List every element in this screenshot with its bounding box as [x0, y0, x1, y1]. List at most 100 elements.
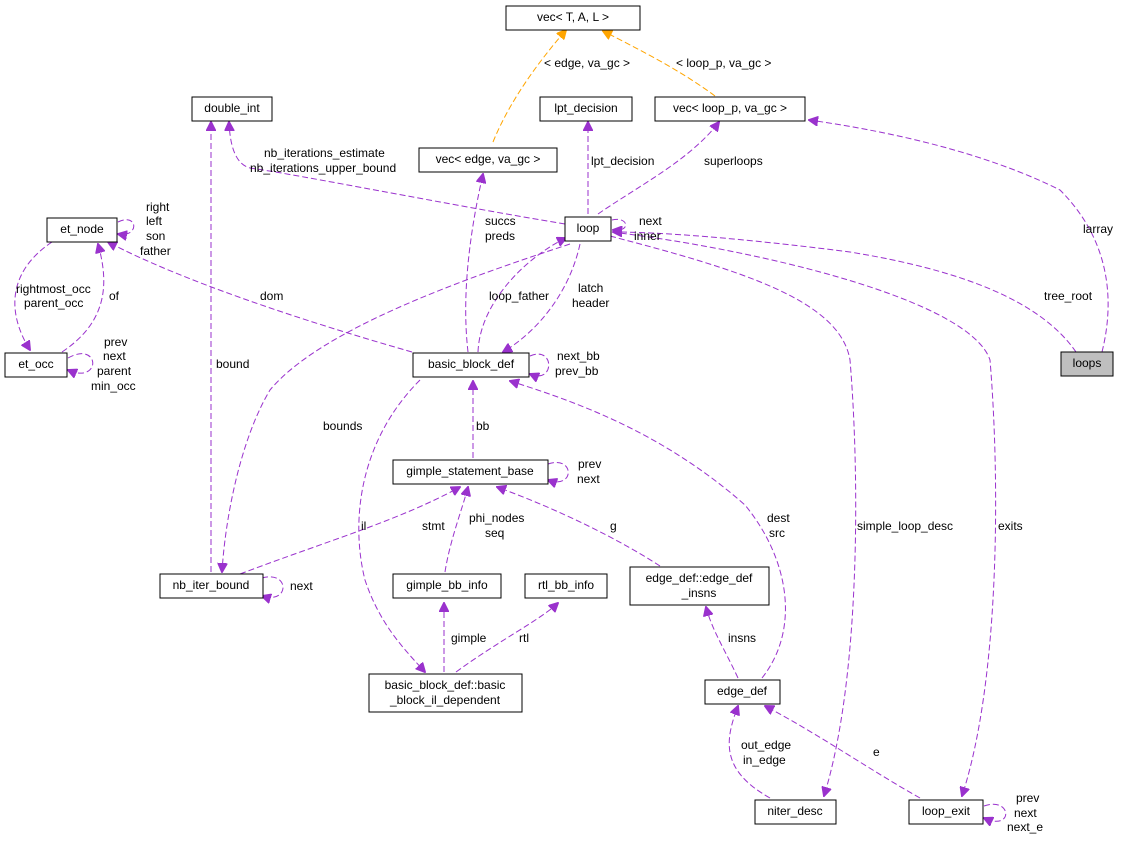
label-out-edge: out_edge [741, 738, 791, 752]
edge-loop-to-loop-exit [611, 231, 997, 796]
label-gs-prev: prev [578, 457, 601, 471]
edge-loops-to-loop [613, 232, 1077, 353]
label-dom: dom [260, 289, 283, 303]
label-loop-father: loop_father [489, 289, 549, 303]
edge-edge-def-to-bb [510, 381, 786, 679]
node-rtl-bb-info[interactable]: rtl_bb_info [524, 573, 608, 599]
edge-labels: < edge, va_gc > < loop_p, va_gc > nb_ite… [16, 56, 1113, 834]
svg-text:et_node: et_node [60, 222, 104, 236]
edge-loops-to-vec-loop-p [809, 120, 1109, 353]
svg-text:nb_iter_bound: nb_iter_bound [173, 578, 250, 592]
label-e: e [873, 745, 880, 759]
edge-loop-to-double-int [229, 122, 566, 225]
node-edge-def-insns[interactable]: edge_def::edge_def _insns [629, 566, 770, 606]
node-gimple-statement-base[interactable]: gimple_statement_base [392, 459, 549, 485]
edge-loop-to-niter-desc [609, 235, 857, 796]
label-le-prev: prev [1016, 791, 1039, 805]
edge-vec-loop-p-to-vec-tal [603, 31, 716, 97]
label-succs: succs [485, 214, 516, 228]
node-edge-def[interactable]: edge_def [704, 679, 781, 705]
edge-bb-self [530, 353, 550, 376]
label-edge-va-gc: < edge, va_gc > [544, 56, 630, 70]
node-basic-block-def[interactable]: basic_block_def [412, 352, 530, 378]
node-nb-iter-bound[interactable]: nb_iter_bound [159, 573, 264, 599]
edge-loop-to-vec-loop-p [597, 122, 719, 215]
svg-text:vec< loop_p, va_gc >: vec< loop_p, va_gc > [673, 101, 787, 115]
node-double-int[interactable]: double_int [191, 96, 273, 122]
edge-bb-to-loop [477, 238, 566, 353]
svg-text:_insns: _insns [681, 586, 717, 600]
svg-text:double_int: double_int [204, 101, 260, 115]
label-tree-root: tree_root [1044, 289, 1093, 303]
edge-nb-iter-to-gs [239, 487, 460, 575]
label-insns: insns [728, 631, 756, 645]
edge-bb-to-vec-edge [465, 174, 483, 353]
svg-text:loop_exit: loop_exit [922, 804, 971, 818]
edge-bb-to-et-node [108, 242, 413, 353]
label-bb: bb [476, 419, 490, 433]
label-preds: preds [485, 229, 515, 243]
edge-loop-to-bb [503, 243, 581, 352]
label-loop-inner: inner [634, 229, 661, 243]
label-dest: dest [767, 511, 790, 525]
edge-edge-def-to-insns [706, 607, 739, 679]
edge-loop-exit-self [984, 803, 1007, 821]
label-nb-next: next [290, 579, 313, 593]
label-seq: seq [485, 526, 504, 540]
node-lpt-decision[interactable]: lpt_decision [539, 96, 633, 122]
node-et-occ[interactable]: et_occ [4, 352, 68, 378]
svg-text:edge_def::edge_def: edge_def::edge_def [646, 571, 753, 585]
edge-et-node-to-et-occ [14, 241, 53, 350]
svg-text:gimple_bb_info: gimple_bb_info [406, 578, 488, 592]
node-loops[interactable]: loops [1060, 351, 1114, 377]
svg-text:basic_block_def: basic_block_def [428, 357, 515, 371]
svg-text:vec< edge, va_gc >: vec< edge, va_gc > [436, 152, 541, 166]
label-stmt: stmt [422, 519, 445, 533]
svg-text:lpt_decision: lpt_decision [554, 101, 617, 115]
node-vec-loop-p[interactable]: vec< loop_p, va_gc > [654, 96, 806, 122]
svg-text:niter_desc: niter_desc [767, 804, 822, 818]
svg-text:_block_il_dependent: _block_il_dependent [389, 693, 501, 707]
node-et-node[interactable]: et_node [46, 217, 118, 243]
edge-et-occ-self [68, 353, 94, 373]
label-header: header [572, 296, 609, 310]
node-vec-edge[interactable]: vec< edge, va_gc > [418, 147, 558, 173]
label-simple-loop-desc: simple_loop_desc [857, 519, 953, 533]
label-loop-p-va-gc: < loop_p, va_gc > [676, 56, 771, 70]
label-occ-prev: prev [104, 335, 127, 349]
label-il: il [361, 519, 366, 533]
label-exits: exits [998, 519, 1023, 533]
node-bb-il-dependent[interactable]: basic_block_def::basic _block_il_depende… [368, 673, 523, 713]
edge-il-dep-to-rtl-bb [455, 603, 558, 673]
svg-text:vec< T, A, L >: vec< T, A, L > [537, 10, 609, 24]
node-niter-desc[interactable]: niter_desc [754, 799, 837, 825]
label-et-son: son [146, 229, 165, 243]
node-gimple-bb-info[interactable]: gimple_bb_info [392, 573, 502, 599]
label-g: g [610, 519, 617, 533]
edges [14, 30, 1109, 821]
svg-text:gimple_statement_base: gimple_statement_base [406, 464, 534, 478]
label-et-father: father [140, 244, 171, 258]
edge-vec-edge-to-vec-tal [492, 30, 566, 143]
label-next-bb: next_bb [557, 349, 600, 363]
label-parent-occ: parent_occ [24, 296, 83, 310]
label-nb-iterations-upper-bound: nb_iterations_upper_bound [250, 161, 396, 175]
label-occ-parent: parent [97, 364, 132, 378]
node-vec-tal[interactable]: vec< T, A, L > [505, 5, 641, 31]
svg-text:edge_def: edge_def [717, 684, 768, 698]
label-src: src [769, 526, 785, 540]
edge-niter-to-edge-def [728, 706, 771, 799]
edge-loop-exit-to-edge-def [765, 706, 921, 799]
edge-insns-to-gs [497, 487, 661, 567]
svg-text:basic_block_def::basic: basic_block_def::basic [385, 678, 506, 692]
node-loop[interactable]: loop [564, 216, 612, 242]
label-in-edge: in_edge [743, 753, 786, 767]
edge-gs-self [548, 462, 569, 482]
label-bounds: bounds [323, 419, 362, 433]
node-loop-exit[interactable]: loop_exit [908, 799, 984, 825]
label-et-right: right [146, 200, 170, 214]
label-gimple: gimple [451, 631, 487, 645]
label-et-left: left [146, 214, 163, 228]
svg-text:loop: loop [577, 221, 600, 235]
